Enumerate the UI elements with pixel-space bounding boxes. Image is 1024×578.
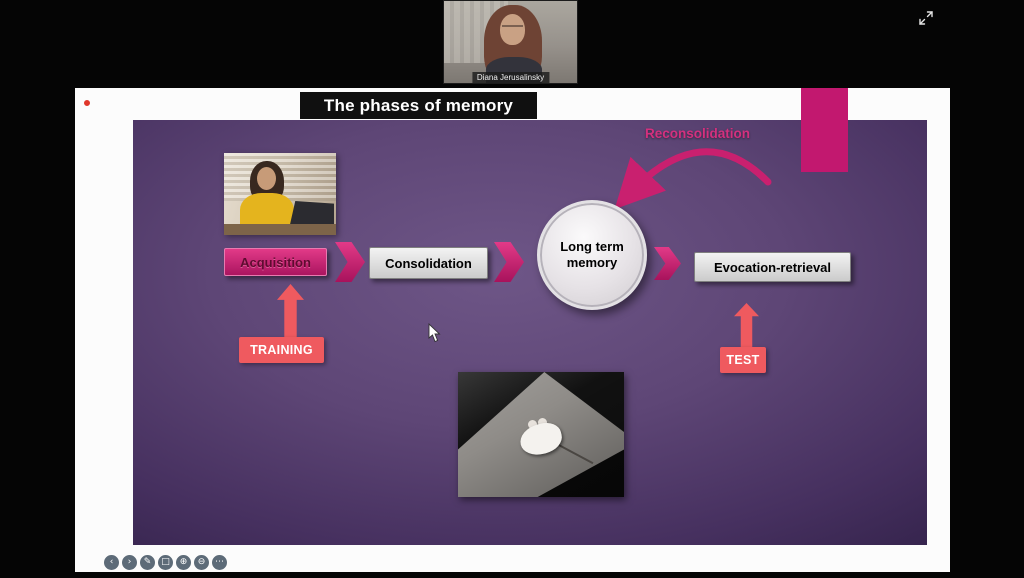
participant-name-label: Diana Jerusalinsky <box>471 72 550 83</box>
previous-arrow-icon[interactable]: ‹ <box>104 555 119 570</box>
mouse-maze-photo <box>458 372 624 497</box>
presentation-slide: Reconsolidation Acquisitio <box>133 120 927 545</box>
expand-arrows-icon <box>919 11 933 25</box>
reconsolidation-label: Reconsolidation <box>645 126 751 141</box>
student-face-shape <box>257 167 276 190</box>
mouse-ear-shape <box>528 420 537 429</box>
long-term-memory-node: Long term memory <box>537 200 647 310</box>
presentation-toolbar: ‹ › ✎ □ ⊕ ⊖ ⋯ <box>104 555 227 570</box>
flow-arrow-icon <box>335 242 365 282</box>
fullscreen-expand-icon[interactable] <box>916 8 936 28</box>
student-photo <box>224 153 336 235</box>
mouse-cursor <box>428 322 442 343</box>
slide-title: The phases of memory <box>300 92 537 119</box>
training-up-arrow-icon <box>277 284 304 337</box>
pen-tool-icon[interactable]: ✎ <box>140 555 155 570</box>
participant-video[interactable]: Diana Jerusalinsky <box>443 0 578 84</box>
shared-screen: The phases of memory Reconsolidation <box>75 88 950 572</box>
eraser-tool-icon[interactable]: □ <box>158 555 173 570</box>
next-arrow-icon[interactable]: › <box>122 555 137 570</box>
consolidation-node: Consolidation <box>369 247 488 279</box>
participant-face <box>500 14 525 45</box>
desk-shape <box>224 224 336 235</box>
recording-indicator-dot <box>84 100 90 106</box>
reconsolidation-curved-arrow <box>614 148 772 210</box>
zoom-in-icon[interactable]: ⊕ <box>176 555 191 570</box>
laptop-shape <box>290 201 334 227</box>
flow-arrow-icon <box>494 242 524 282</box>
slide-pink-accent-bar <box>801 88 848 172</box>
test-label: TEST <box>720 347 766 373</box>
evocation-retrieval-node: Evocation-retrieval <box>694 252 851 282</box>
acquisition-node: Acquisition <box>224 248 327 276</box>
training-label: TRAINING <box>239 337 324 363</box>
flow-arrow-icon <box>654 247 681 280</box>
test-up-arrow-icon <box>734 303 759 347</box>
zoom-out-icon[interactable]: ⊖ <box>194 555 209 570</box>
more-tools-icon[interactable]: ⋯ <box>212 555 227 570</box>
participant-glasses <box>502 25 523 30</box>
